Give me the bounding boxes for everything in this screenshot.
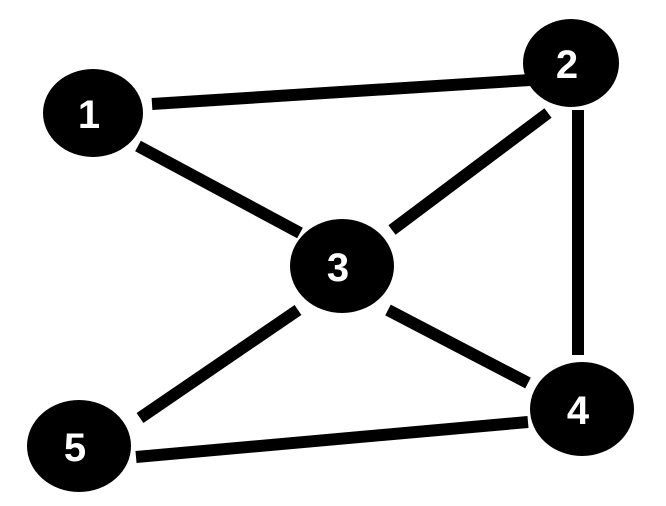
node-5-label: 5 (64, 426, 86, 470)
edge-3-5 (136, 305, 302, 423)
node-5-circle (27, 400, 131, 492)
nodes-group: 1 2 3 4 5 (27, 19, 634, 492)
node-4-circle (530, 362, 634, 456)
node-4: 4 (530, 362, 634, 456)
node-1-circle (43, 69, 143, 157)
edge-1-3 (135, 140, 303, 239)
node-1: 1 (43, 69, 143, 157)
edges-group (135, 74, 584, 463)
edge-3-4 (385, 304, 531, 389)
node-4-label: 4 (567, 389, 590, 433)
edge-5-4 (135, 416, 529, 463)
node-3-label: 3 (327, 246, 349, 290)
node-5: 5 (27, 400, 131, 492)
node-3-circle (290, 219, 394, 313)
node-2: 2 (523, 19, 619, 107)
node-2-label: 2 (556, 43, 578, 87)
node-3: 3 (290, 219, 394, 313)
edge-2-3 (388, 108, 552, 235)
node-2-circle (523, 19, 619, 107)
edge-1-2 (151, 74, 531, 110)
node-1-label: 1 (78, 93, 100, 137)
